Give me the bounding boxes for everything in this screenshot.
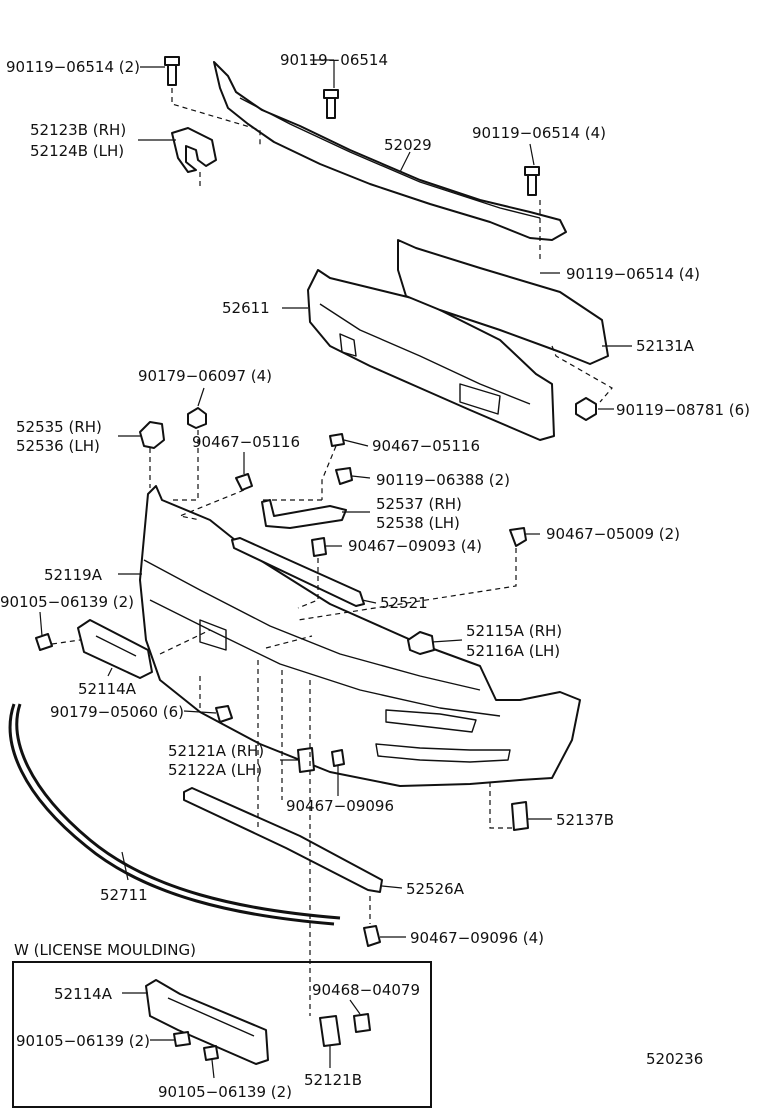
label-license-bracket: 52114A <box>78 680 137 698</box>
label-spoiler-moulding: 52711 <box>100 886 148 904</box>
label-retainer-lower-right: 52137B <box>556 811 614 829</box>
bumper-cover-52119a-drawing <box>139 485 581 787</box>
label-nut-lower: 90179−05060 (6) <box>50 703 184 721</box>
clip-90467-09096-b-drawing <box>363 925 381 947</box>
label-bracket-rh: 52123B (RH) <box>30 121 126 139</box>
label-support-rh: 52537 (RH) <box>376 495 462 513</box>
inset-clip-drawing <box>353 1013 371 1033</box>
label-extension-lh: 52116A (LH) <box>466 642 560 660</box>
label-nut-side: 90179−06097 (4) <box>138 367 272 385</box>
retainer-52137b-drawing <box>511 801 529 831</box>
label-bumper-cover: 52119A <box>44 566 103 584</box>
label-clip-upper-right: 90119−08781 (6) <box>616 401 750 419</box>
lower-retainer-52121a-drawing <box>297 747 315 773</box>
label-clip-c: 90467−05009 (2) <box>546 525 680 543</box>
moulding-strip-52521-drawing <box>231 537 365 607</box>
extension-52115a-drawing <box>407 631 435 655</box>
label-bolt-top-right: 90119−06514 (4) <box>472 124 606 142</box>
lower-strip-52526a-drawing <box>183 787 383 893</box>
bolt-90105-06139-drawing <box>35 633 53 651</box>
diagram-id: 520236 <box>646 1050 703 1068</box>
label-lower-retainer-lh: 52122A (LH) <box>168 761 262 779</box>
label-bolt-top-left: 90119−06514 (2) <box>6 58 140 76</box>
retainer-52131a-drawing <box>397 239 609 365</box>
support-52537-drawing <box>261 499 347 529</box>
side-retainer-52535-drawing <box>139 421 165 449</box>
clip-90467-09096-drawing <box>331 749 345 767</box>
license-bracket-52114a-drawing <box>77 619 153 679</box>
label-side-retainer-lh: 52536 (LH) <box>16 437 100 455</box>
label-inset-bolt-a: 90105−06139 (2) <box>16 1032 150 1050</box>
label-inset-bracket: 52114A <box>54 985 113 1003</box>
label-bolt-top-center: 90119−06514 <box>280 51 388 69</box>
label-lower-retainer-rh: 52121A (RH) <box>168 742 264 760</box>
bolt-top-center-drawing <box>323 89 339 119</box>
label-moulding-strip: 52521 <box>380 594 428 612</box>
clip-90467-05116-a-drawing <box>235 473 253 491</box>
label-reinforcement: 52029 <box>384 136 432 154</box>
inset-retainer-drawing <box>319 1015 341 1047</box>
nut-90179-06097-drawing <box>187 407 207 429</box>
clip-90467-09093-drawing <box>311 537 327 557</box>
clip-90119-08781-drawing <box>575 397 597 421</box>
label-clip-b: 90467−05116 <box>372 437 480 455</box>
bolt-top-right-drawing <box>524 166 540 196</box>
label-retainer-upper: 52131A <box>636 337 695 355</box>
nut-90179-05060-drawing <box>215 705 233 723</box>
absorber-52611-drawing <box>307 269 555 441</box>
inset-frame <box>12 961 432 1108</box>
bracket-52123b-drawing <box>171 127 217 173</box>
bolt-90119-06388-drawing <box>335 467 353 485</box>
reinforcement-52029-drawing <box>213 61 567 241</box>
label-bolt-license-side: 90105−06139 (2) <box>0 593 134 611</box>
clip-90467-05009-drawing <box>509 527 527 547</box>
spoiler-moulding-52711-drawing <box>8 703 341 926</box>
label-support-lh: 52538 (LH) <box>376 514 460 532</box>
label-bracket-lh: 52124B (LH) <box>30 142 124 160</box>
label-side-retainer-rh: 52535 (RH) <box>16 418 102 436</box>
label-clip-e: 90467−09096 <box>286 797 394 815</box>
label-bolt-reinf-right: 90119−06514 (4) <box>566 265 700 283</box>
label-inset-clip: 90468−04079 <box>312 981 420 999</box>
label-clip-f: 90467−09096 (4) <box>410 929 544 947</box>
clip-90467-05116-b-drawing <box>329 433 345 447</box>
label-inset-retainer: 52121B <box>304 1071 362 1089</box>
inset-bolt-b-drawing <box>203 1045 219 1061</box>
inset-title: W (LICENSE MOULDING) <box>14 941 196 959</box>
inset-bolt-a-drawing <box>173 1031 191 1047</box>
bolt-top-left-drawing <box>164 56 180 86</box>
label-clip-a: 90467−05116 <box>192 433 300 451</box>
inset-bracket-drawing <box>145 979 269 1065</box>
leader-lines <box>39 59 632 1079</box>
label-extension-rh: 52115A (RH) <box>466 622 562 640</box>
label-inset-bolt-b: 90105−06139 (2) <box>158 1083 292 1101</box>
label-bolt-small: 90119−06388 (2) <box>376 471 510 489</box>
label-lower-strip: 52526A <box>406 880 465 898</box>
label-clip-d: 90467−09093 (4) <box>348 537 482 555</box>
label-absorber: 52611 <box>222 299 270 317</box>
